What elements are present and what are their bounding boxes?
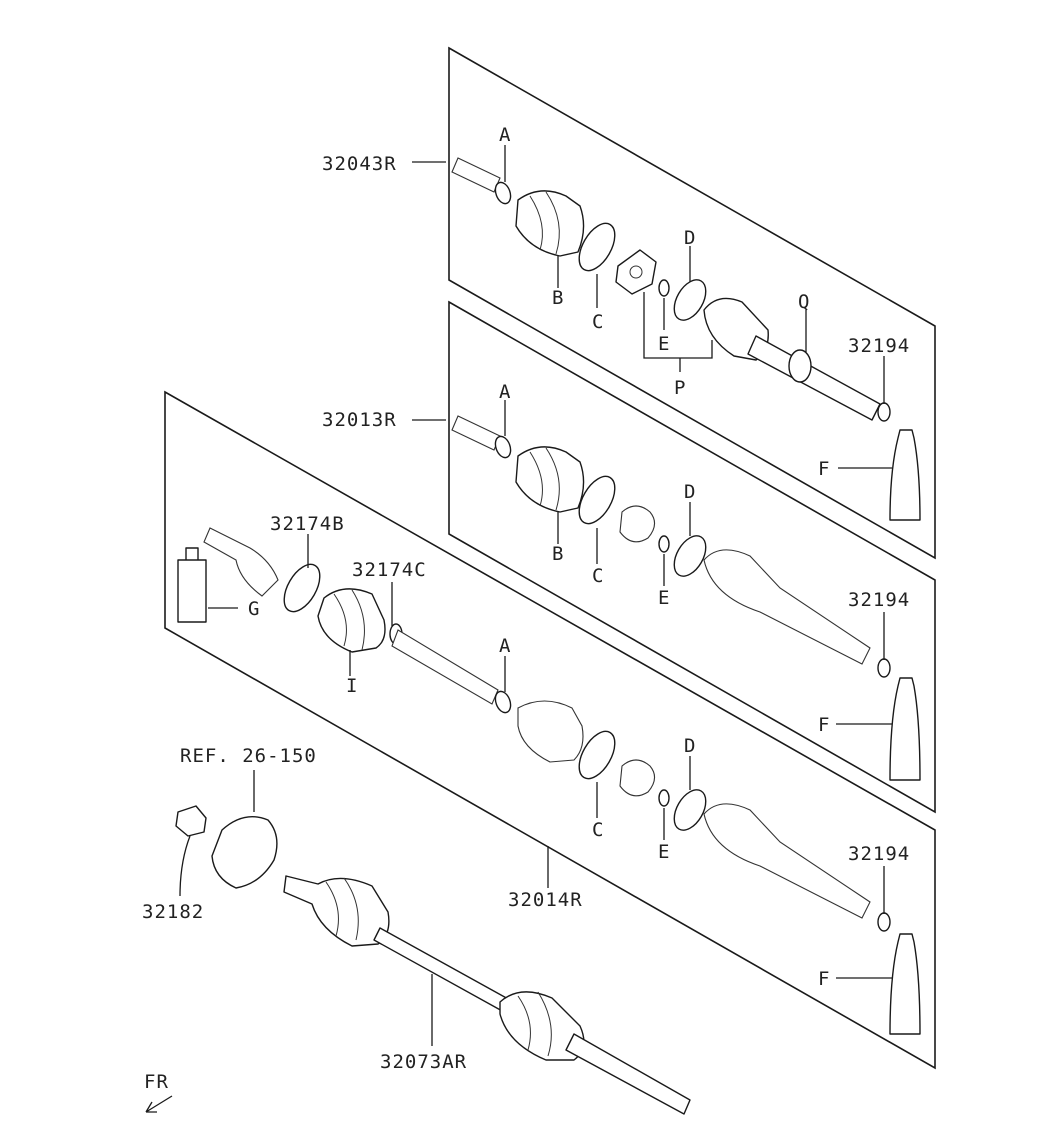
grease-bottle-g — [177, 547, 207, 623]
label-d-2: D — [684, 481, 696, 503]
label-32194-3: 32194 — [848, 843, 910, 865]
drive-shaft-32073ar — [175, 805, 691, 1115]
label-c-2: C — [592, 565, 604, 587]
label-a-2: A — [499, 381, 511, 403]
outer-ghost — [203, 527, 279, 597]
label-32013r: 32013R — [322, 409, 397, 431]
label-ref: REF. 26-150 — [180, 745, 317, 767]
joint-stem — [747, 335, 881, 421]
inner-shaft-ghost — [391, 629, 499, 705]
boot-band-c-3 — [578, 730, 616, 780]
label-32014r: 32014R — [508, 889, 583, 911]
panel-32043R — [448, 46, 936, 560]
label-e-1: E — [658, 333, 670, 355]
boot-clamp-a-2 — [494, 435, 512, 459]
grease-bottle-f-2 — [889, 677, 921, 781]
group-32013R — [451, 415, 891, 678]
boot-b — [515, 190, 585, 257]
label-i: I — [346, 675, 358, 697]
label-b-2: B — [552, 543, 564, 565]
snap-ring-e-3 — [658, 789, 670, 807]
label-d-1: D — [684, 227, 696, 249]
o-ring-d-3 — [673, 789, 707, 831]
boot-band-c — [578, 222, 616, 272]
leader-p — [643, 292, 713, 372]
tripod-joint — [615, 249, 657, 295]
o-ring-d-2 — [673, 535, 707, 577]
hub-ref — [211, 816, 278, 889]
label-e-2: E — [658, 587, 670, 609]
label-c-3: C — [592, 819, 604, 841]
panel-32014R — [164, 390, 936, 1070]
label-c-1: C — [592, 311, 604, 333]
group-32043R — [451, 157, 891, 422]
front-arrow-icon — [145, 1095, 173, 1113]
o-ring-d — [673, 279, 707, 321]
label-g: G — [248, 598, 260, 620]
grease-bottle-f-3 — [889, 933, 921, 1035]
nut-q — [788, 349, 812, 383]
ring-32194-1 — [877, 402, 891, 422]
panel-32013R — [448, 300, 936, 814]
snap-ring-e-2 — [658, 535, 670, 553]
label-q-1: Q — [798, 291, 810, 313]
label-d-3: D — [684, 735, 696, 757]
ring-32194-2 — [877, 658, 891, 678]
label-32194-2: 32194 — [848, 589, 910, 611]
snap-ring-e — [658, 279, 670, 297]
grease-bottle-f-1 — [889, 429, 921, 521]
label-f-1: F — [818, 458, 830, 480]
band-32174b — [283, 563, 321, 613]
label-f-2: F — [818, 714, 830, 736]
boot-band-c-2 — [578, 475, 616, 525]
label-front: FR — [144, 1071, 169, 1093]
label-32174c: 32174C — [352, 559, 427, 581]
boot-i — [317, 588, 386, 653]
inner-stub — [565, 1033, 691, 1115]
boot-b-2 — [515, 446, 585, 513]
label-e-3: E — [658, 841, 670, 863]
label-f-3: F — [818, 968, 830, 990]
housing-ghost-3 — [703, 803, 871, 919]
spider-ghost — [619, 505, 656, 543]
shaft-ghost-2 — [451, 415, 501, 451]
group-32014R — [177, 527, 891, 932]
label-32043r: 32043R — [322, 153, 397, 175]
shaft-ghost — [451, 157, 501, 193]
label-a-3: A — [499, 635, 511, 657]
spider-ghost-3 — [619, 759, 656, 797]
label-32182: 32182 — [142, 901, 204, 923]
ring-32194-3 — [877, 912, 891, 932]
label-a-1: A — [499, 124, 511, 146]
boot-clamp-a-3 — [494, 690, 512, 714]
label-b-1: B — [552, 287, 564, 309]
label-32073ar: 32073AR — [380, 1051, 467, 1073]
nut-32182 — [175, 805, 207, 837]
label-32174b: 32174B — [270, 513, 345, 535]
axle-shaft — [373, 927, 511, 1013]
label-p-1: P — [674, 377, 686, 399]
boot-ghost-3 — [517, 700, 584, 763]
label-32194-1: 32194 — [848, 335, 910, 357]
boot-clamp-a — [494, 181, 512, 205]
housing-ghost — [703, 549, 871, 665]
